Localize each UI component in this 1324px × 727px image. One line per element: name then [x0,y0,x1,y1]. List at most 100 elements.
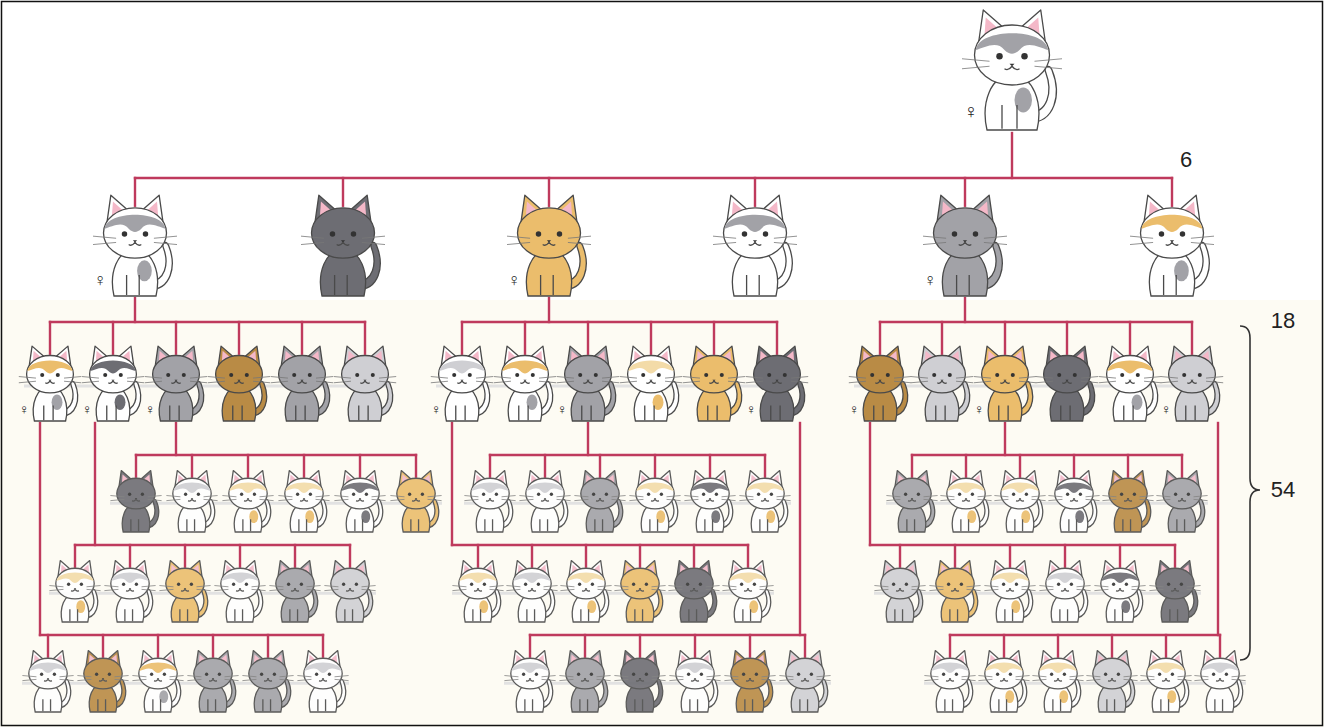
cat-figure [620,346,682,421]
cat-figure [1140,651,1191,712]
cat-figure [746,346,808,421]
lineage-line [1066,322,1068,354]
lineage-line [548,298,550,322]
cat-figure [779,651,830,712]
female-symbol: ♀ [94,271,108,289]
lineage-line [322,635,324,657]
lineage-line [1073,455,1075,477]
cat-figure [301,195,385,296]
lineage-line [364,322,366,354]
cat-figure [431,346,493,421]
lineage-line [654,455,656,477]
lineage-line [954,545,956,567]
lineage-line [899,545,901,567]
cat-figure [739,471,790,532]
lineage-line [530,634,805,636]
lineage-line [1111,635,1113,657]
lineage-line [39,423,41,635]
lineage-line [1019,455,1021,477]
cat-figure [519,471,570,532]
cat-figure [684,471,735,532]
cat-figure [93,195,177,296]
lineage-line [694,635,696,657]
lineage-line [415,455,417,477]
female-symbol: ♀ [145,402,156,416]
lineage-line [911,455,913,477]
lineage-line [950,634,1220,636]
cat-figure [334,471,385,532]
female-symbol: ♀ [19,402,30,416]
lineage-line [129,545,131,567]
cat-figure [19,346,81,421]
ground-line [22,682,349,685]
count-label: 54 [1271,479,1295,501]
cat-figure [507,195,591,296]
cat-figure [886,471,937,532]
lineage-line [869,423,871,545]
lineage-line [1011,133,1013,178]
lineage-line [1219,635,1221,657]
lineage-line [1174,545,1176,567]
cat-figure [1099,346,1161,421]
cat-figure [324,561,375,622]
lineage-line [157,635,159,657]
lineage-line [544,455,546,477]
lineage-line [47,635,49,657]
lineage-line [135,455,137,477]
cat-figure [222,471,273,532]
lineage-line [1181,455,1183,477]
cat-figure [208,346,270,421]
lineage-line [1191,322,1193,354]
lineage-line [1004,322,1006,354]
ground-line [504,682,831,685]
lineage-line [639,545,641,567]
cat-figure [974,346,1036,421]
cat-figure [132,651,183,712]
lineage-line [247,455,249,477]
lineage-line [713,322,715,354]
lineage-line [524,322,526,354]
ground-line [886,502,1208,505]
cat-figure [923,195,1007,296]
female-symbol: ♀ [746,402,757,416]
lineage-line [693,545,695,567]
female-symbol: ♀ [1161,402,1172,416]
female-symbol: ♀ [508,271,522,289]
cat-figure [278,471,329,532]
lineage-line [134,178,136,206]
cat-figure [940,471,991,532]
lineage-line [75,544,350,546]
lineage-line [135,177,1172,179]
lineage-line [267,635,269,657]
lineage-line [301,322,303,354]
cat-figure [1194,651,1245,712]
cat-figure [242,651,293,712]
lineage-line [49,322,51,354]
cat-figure [614,561,665,622]
lineage-line [1004,423,1006,455]
cat-figure [629,471,680,532]
lineage-line [804,635,806,657]
cat-figure [668,561,719,622]
count-label: 6 [1180,149,1192,171]
cat-figure [713,195,797,296]
lineage-line [342,178,344,206]
lineage-line [1003,635,1005,657]
lineage-lines [40,133,1220,657]
cat-figure [1048,471,1099,532]
lineage-line [599,455,601,477]
lineage-line [879,322,881,354]
lineage-line [238,322,240,354]
cat-figure [271,346,333,421]
lineage-line [587,322,589,354]
cat-figure [669,651,720,712]
cat-figure [166,471,217,532]
lineage-line [102,635,104,657]
cat-figure [614,651,665,712]
ground-lines [22,386,1246,683]
cat-figure [452,561,503,622]
ground-line [49,592,376,595]
brace-bracket [1240,326,1260,660]
lineage-line [764,455,766,477]
